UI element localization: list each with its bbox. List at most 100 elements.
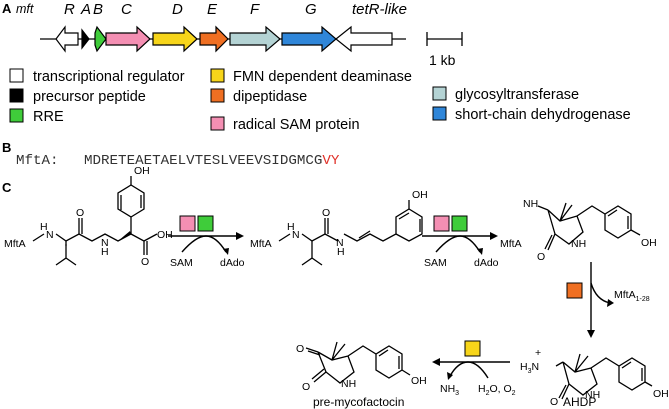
legend-swatch-sdr xyxy=(432,106,447,121)
h2o-sub: 2 xyxy=(486,390,490,397)
o-label-5a: O xyxy=(296,343,304,355)
legend-swatch-rre xyxy=(9,108,24,123)
gene-arrow-r xyxy=(55,25,79,53)
nh-label-5: NH xyxy=(341,378,356,390)
nh-label-3: NH xyxy=(571,238,586,250)
molecule-1: MftA H N O N H OH O OH xyxy=(4,165,173,268)
mfta-label-1: MftA xyxy=(4,238,26,250)
oh-label-5: OH xyxy=(411,375,427,387)
legend-label-rre: RRE xyxy=(33,109,64,125)
molecule-4: H3N + NH O OH xyxy=(520,347,669,408)
scale-bar-label: 1 kb xyxy=(429,52,456,68)
h3n-label: H3N xyxy=(520,361,539,375)
oh-label-1a: OH xyxy=(157,229,173,241)
nh-label-4: NH xyxy=(585,389,600,401)
reaction-arrow-3 xyxy=(566,262,614,338)
gene-label-b: B xyxy=(93,1,103,18)
ahdp-label: AHDP xyxy=(563,395,596,409)
o-label-1b: O xyxy=(141,256,149,268)
h3n-n: N xyxy=(532,361,540,373)
byproduct-mfta-main: MftA xyxy=(614,289,636,301)
h2o-o2-label: H2O, O2 xyxy=(478,383,516,397)
h-label-2b: H xyxy=(337,246,345,258)
legend xyxy=(9,68,447,131)
o-label-2: O xyxy=(322,207,330,219)
gene-label-e: E xyxy=(207,1,218,18)
gene-arrow-c xyxy=(105,25,151,53)
h2o-h: H xyxy=(478,383,486,395)
legend-swatch-glycosyltransferase xyxy=(432,86,447,101)
gene-arrow-b xyxy=(94,25,107,53)
gene-label-a: A xyxy=(80,1,91,18)
h-label-1: H xyxy=(40,221,48,233)
peptide-name: MftA: xyxy=(16,153,59,169)
legend-label-radical-sam: radical SAM protein xyxy=(233,117,360,133)
gene-label-c: C xyxy=(121,1,132,18)
nh3-label: NH3 xyxy=(440,383,459,397)
enzyme-box-b-1 xyxy=(197,215,214,232)
legend-swatch-fmn xyxy=(210,68,225,83)
h-label-1b: H xyxy=(101,246,109,258)
pre-mycofactocin-label: pre-mycofactocin xyxy=(313,395,404,409)
enzyme-box-c-1 xyxy=(179,215,196,232)
gene-arrow-f xyxy=(229,25,281,53)
n-label-1a: N xyxy=(46,229,54,241)
gene-label-tetr: tetR-like xyxy=(352,1,407,18)
sequence-red: VY xyxy=(322,153,340,169)
nh3-main: NH xyxy=(440,383,455,395)
legend-label-dipeptidase: dipeptidase xyxy=(233,89,307,105)
o-label-3: O xyxy=(537,251,545,263)
o2-sub: 2 xyxy=(512,390,516,397)
legend-label-transcriptional-regulator: transcriptional regulator xyxy=(33,69,185,85)
hn-label-3: NH xyxy=(523,198,538,210)
panel-b-label: B xyxy=(2,140,11,155)
sam-label-1: SAM xyxy=(170,257,193,269)
gene-label-f: F xyxy=(250,1,260,18)
oh-label-4: OH xyxy=(653,388,669,400)
o-label-4: O xyxy=(550,396,558,408)
legend-swatch-radical-sam xyxy=(210,116,225,131)
enzyme-box-c-2 xyxy=(433,215,450,232)
dado-label-2: dAdo xyxy=(474,257,499,269)
gene-arrow-tetr xyxy=(335,25,393,53)
legend-label-sdr: short-chain dehydrogenase xyxy=(455,107,631,123)
dado-label-1: dAdo xyxy=(220,257,245,269)
h2o-rest: O, O xyxy=(490,383,512,395)
gene-label-g: G xyxy=(305,1,317,18)
gene-label-d: D xyxy=(172,1,183,18)
panel-a-label: A xyxy=(2,1,12,16)
legend-swatch-transcriptional-regulator xyxy=(9,68,24,83)
molecule-3: NH MftA NH O OH xyxy=(500,198,657,263)
enzyme-box-d xyxy=(464,340,481,357)
reaction-arrow-4 xyxy=(432,340,510,380)
oh-label-2: OH xyxy=(412,189,428,201)
legend-swatch-precursor-peptide xyxy=(9,88,24,103)
byproduct-mfta-sub: 1-28 xyxy=(636,296,650,303)
enzyme-box-e xyxy=(566,282,583,299)
h-label-2: H xyxy=(287,221,295,233)
mfta-label-2: MftA xyxy=(250,238,272,250)
nh3-sub: 3 xyxy=(455,390,459,397)
cluster-name: mft xyxy=(16,2,34,16)
plus-label: + xyxy=(535,347,541,359)
legend-label-precursor-peptide: precursor peptide xyxy=(33,89,146,105)
enzyme-box-b-2 xyxy=(451,215,468,232)
mfta-label-3: MftA xyxy=(500,238,522,250)
panel-c-label: C xyxy=(2,180,12,195)
oh-label-1b: OH xyxy=(134,165,150,177)
legend-label-glycosyltransferase: glycosyltransferase xyxy=(455,87,579,103)
peptide-sequence: MftA:MDRETEAETAELVTESLVEEVSIDGMCGVY xyxy=(16,153,340,169)
n-label-1b: N xyxy=(101,237,109,249)
o-label-5b: O xyxy=(302,381,310,393)
wedge-tyr xyxy=(118,231,131,241)
o-label-1a: O xyxy=(76,207,84,219)
sam-label-2: SAM xyxy=(424,257,447,269)
oh-label-3: OH xyxy=(641,237,657,249)
reaction-arrow-1 xyxy=(168,215,244,255)
molecule-2: MftA H N O N H OH xyxy=(250,189,428,266)
scale-bar xyxy=(426,32,463,46)
gene-arrow-d xyxy=(152,25,198,53)
h3n-h: H xyxy=(520,361,528,373)
gene-arrow-a xyxy=(81,28,90,50)
